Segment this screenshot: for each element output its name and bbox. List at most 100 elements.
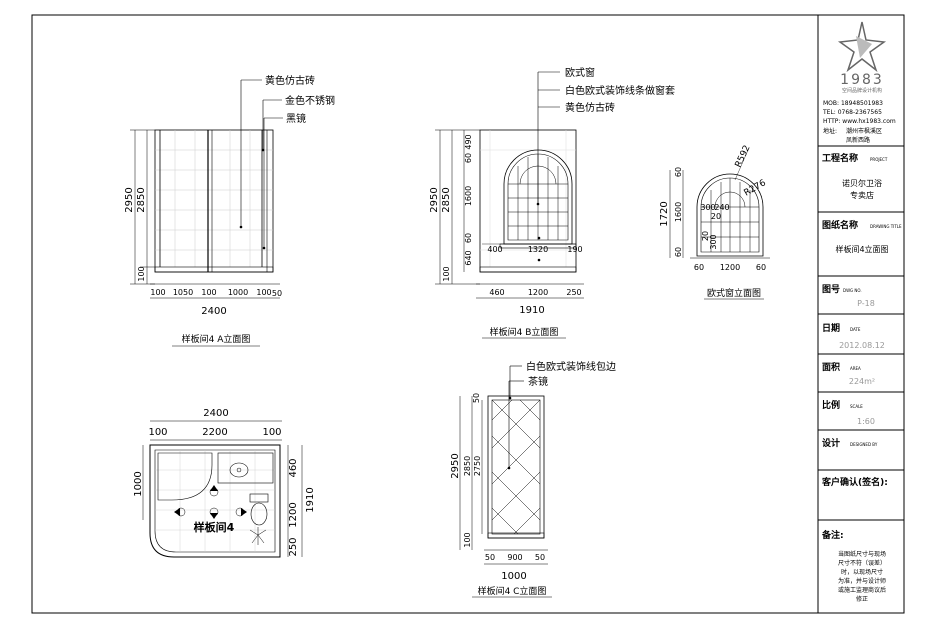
sheet-border [31, 14, 905, 614]
notes-line-4: 为准，并与设计师 [838, 577, 886, 585]
contact-tel: TEL: 0768-2367565 [822, 109, 882, 116]
dim-b-b2: 1200 [528, 288, 548, 297]
window-dim-1720: 1720 [659, 201, 670, 226]
window-dim-20b: 20 [701, 231, 710, 241]
plan-dim-top-2: 2200 [202, 427, 227, 438]
dim-a-b4: 1000 [228, 288, 248, 297]
notes-label: 备注: [821, 529, 844, 541]
project-label: 工程名称 [822, 152, 858, 164]
dim-c-100: 100 [463, 532, 472, 547]
notes-line-5: 或施工监理商议后 [838, 586, 886, 594]
plan-dim-right-3: 250 [288, 537, 299, 556]
notes-line-2: 尺寸不符（误差） [838, 559, 886, 567]
dim-c-2850: 2850 [463, 456, 472, 476]
view-marker-b-icon [174, 507, 186, 517]
callout-a-3: 黑镜 [286, 112, 306, 125]
window-dim-1600: 1600 [674, 202, 683, 222]
elevation-a: 黄色仿古砖 金色不锈钢 黑镜 2950 2850 100 100 1050 10… [124, 74, 335, 347]
dim-b-640: 640 [464, 250, 473, 265]
dim-c-b1: 50 [485, 553, 495, 562]
callout-a-2: 金色不锈钢 [285, 94, 335, 107]
dim-b-100: 100 [442, 266, 451, 281]
callout-b-2: 白色欧式装饰线条做窗套 [565, 84, 675, 97]
dim-b-b1: 460 [489, 288, 504, 297]
dim-b-w2: 1320 [528, 245, 548, 254]
window-dim-60b: 60 [674, 247, 683, 257]
dim-c-2750: 2750 [473, 456, 482, 476]
dim-b-60: 60 [464, 153, 473, 163]
dim-c-b2: 900 [507, 553, 522, 562]
dim-a-2950: 2950 [124, 187, 135, 212]
area-sub: AREA [850, 366, 861, 371]
view-marker-a-icon [209, 485, 219, 497]
dim-a-b2: 1050 [173, 288, 193, 297]
contact-mob: MOB: 18948501983 [823, 100, 883, 107]
window-dim-240: 240 [714, 203, 729, 212]
plan-dim-top-total: 2400 [203, 408, 228, 419]
designer-sub: DESIGNED BY [850, 442, 878, 447]
dim-a-b3: 100 [201, 288, 216, 297]
dim-c-50: 50 [472, 393, 481, 403]
caption-b: 样板间4 B立面图 [490, 326, 559, 338]
dim-b-490: 490 [464, 134, 473, 149]
view-marker-d-icon [235, 507, 247, 517]
dim-b-2850: 2850 [441, 187, 452, 212]
project-value-2: 专卖店 [850, 190, 874, 200]
callout-a-1: 黄色仿古砖 [265, 74, 315, 87]
contact-http: HTTP: www.hx1983.com [823, 118, 896, 125]
elevation-b: 欧式窗 白色欧式装饰线条做窗套 黄色仿古砖 2950 2850 100 60 4… [429, 66, 675, 339]
callout-b-3: 黄色仿古砖 [565, 101, 615, 114]
dim-b-1600: 1600 [464, 186, 473, 206]
window-dim-b3: 60 [756, 263, 766, 272]
dim-b-2950: 2950 [429, 187, 440, 212]
callout-c-1: 白色欧式装饰线包边 [526, 360, 616, 373]
date-value: 2012.08.12 [839, 341, 885, 350]
dim-a-b6: 50 [272, 289, 282, 298]
address-line-1: 潮州市枫溪区 [846, 127, 882, 135]
address-label: 地址: [823, 127, 837, 135]
radius-inner: R276 [743, 178, 769, 199]
dim-a-b1: 100 [150, 288, 165, 297]
address-line-2: 凤新西路 [846, 136, 870, 144]
window-dim-b1: 60 [694, 263, 704, 272]
callout-b-1: 欧式窗 [565, 66, 595, 79]
number-sub: DWG NO. [843, 288, 862, 293]
view-marker-c-icon [209, 507, 219, 519]
designer-label: 设计 [822, 437, 840, 449]
drawing-sub: DRAWING TITLE [870, 224, 902, 229]
dim-c-total: 1000 [501, 571, 526, 582]
elevation-c: 白色欧式装饰线包边 茶镜 2950 50 2850 2750 100 50 90… [450, 360, 616, 598]
plan-room-label: 样板间4 [194, 520, 235, 534]
dim-b-b3: 250 [566, 288, 581, 297]
caption-a: 样板间4 A立面图 [182, 333, 251, 345]
caption-window: 欧式窗立面图 [707, 287, 761, 299]
dim-a-b5: 100 [256, 288, 271, 297]
window-dim-300b: 300 [709, 234, 718, 249]
dim-b-total: 1910 [519, 305, 544, 316]
plan-dim-top-1: 100 [148, 427, 167, 438]
notes-line-6: 修正 [856, 595, 868, 603]
dim-a-total: 2400 [201, 306, 226, 317]
window-dim-b2: 1200 [720, 263, 740, 272]
dim-b-w3: 190 [567, 245, 582, 254]
client-label: 客户确认(签名): [821, 476, 888, 488]
title-block: 1983 空间品牌设计机构 MOB: 18948501983 TEL: 0768… [817, 15, 904, 613]
number-label: 图号 [822, 284, 840, 295]
plan-dim-right-1: 460 [288, 458, 299, 477]
callout-c-2: 茶镜 [528, 375, 548, 388]
floor-plan: 2400 100 2200 100 [133, 408, 316, 558]
number-value: P-18 [857, 299, 875, 308]
area-label: 面积 [822, 361, 840, 373]
project-value-1: 诺贝尔卫浴 [842, 178, 882, 188]
window-detail: R592 R276 1720 60 1600 60 300 240 20 20 … [659, 144, 770, 300]
scale-value: 1:60 [857, 417, 875, 426]
logo-text: 1983 [840, 72, 884, 88]
plan-dim-left: 1000 [133, 471, 144, 496]
logo-sub: 空间品牌设计机构 [842, 87, 882, 94]
plan-dim-right-2: 1200 [288, 502, 299, 527]
logo: 1983 空间品牌设计机构 [837, 21, 887, 94]
dim-a-100: 100 [137, 266, 146, 281]
dim-c-2950: 2950 [450, 453, 461, 478]
scale-sub: SCALE [850, 404, 863, 409]
